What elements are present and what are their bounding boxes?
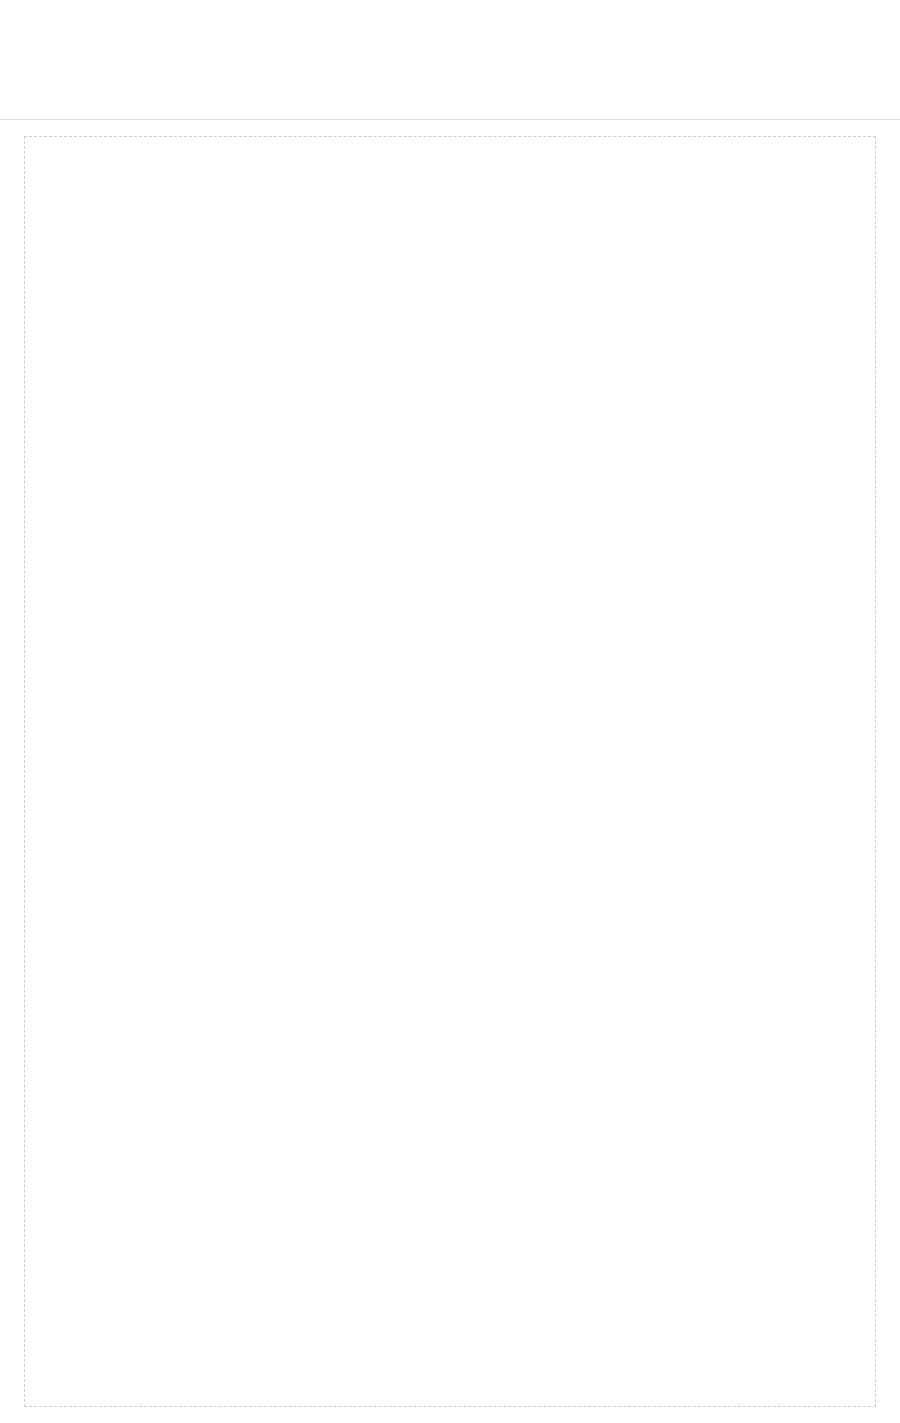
main-content <box>0 120 900 1423</box>
header <box>0 0 900 120</box>
content-placeholder <box>24 136 876 1407</box>
